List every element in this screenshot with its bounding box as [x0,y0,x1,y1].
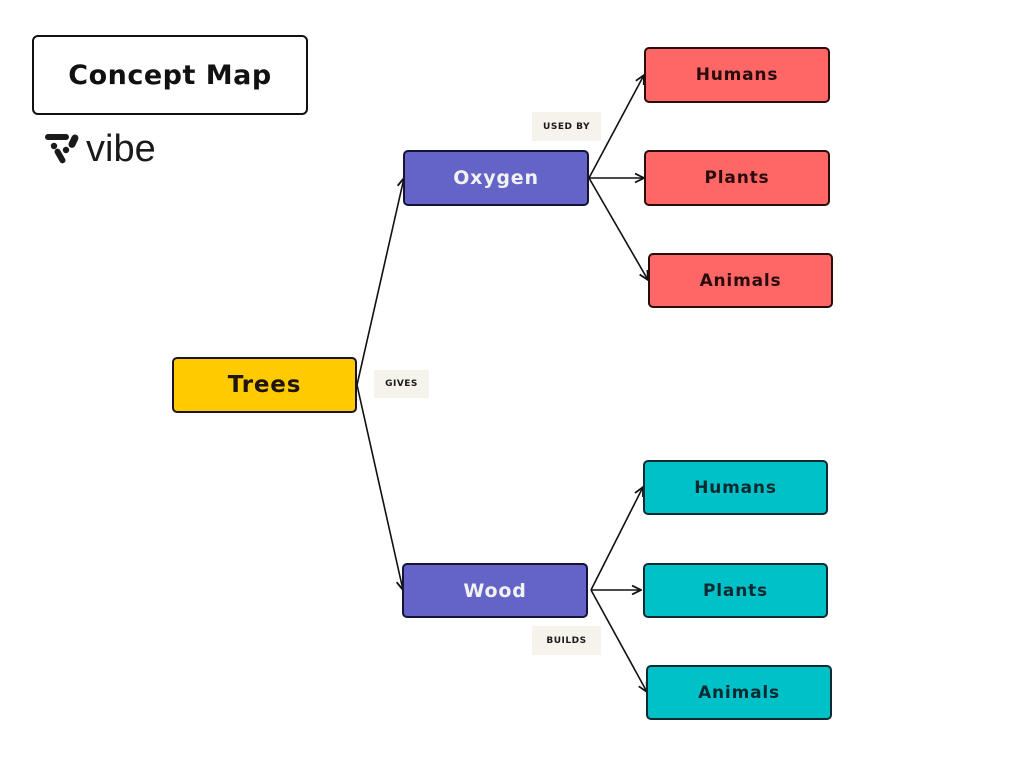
node-wood-animals[interactable]: Animals [646,665,832,720]
node-label: Oxygen [453,167,539,189]
vibe-logo-icon [45,134,79,164]
node-oxygen[interactable]: Oxygen [403,150,589,206]
node-label: Plants [703,580,768,601]
node-oxygen-plants[interactable]: Plants [644,150,830,206]
edge-oxygen-animals [588,177,648,280]
node-label: Humans [694,477,777,498]
node-wood-plants[interactable]: Plants [643,563,828,618]
edge-trees-oxygen [356,178,404,386]
title-box: Concept Map [32,35,308,115]
node-label: Animals [699,270,782,291]
node-label: Animals [698,682,780,703]
node-oxygen-humans[interactable]: Humans [644,47,830,103]
node-label: Wood [463,579,527,602]
edge-oxygen-humans [588,75,644,179]
node-wood[interactable]: Wood [402,563,588,618]
node-label: Trees [227,372,302,398]
node-wood-humans[interactable]: Humans [643,460,828,515]
edge-label-used-by: USED BY [532,112,601,141]
edge-trees-wood [356,384,403,590]
page-title: Concept Map [68,59,272,91]
node-label: Humans [695,65,779,85]
edge-wood-humans [590,487,643,591]
edge-wood-animals [590,589,647,692]
node-oxygen-animals[interactable]: Animals [648,253,833,308]
edge-label-builds: BUILDS [532,626,601,655]
vibe-logo-text: vibe [86,128,156,170]
vibe-logo: vibe [44,130,156,168]
node-label: Plants [704,168,770,188]
edge-label-gives: GIVES [374,370,429,398]
node-trees[interactable]: Trees [172,357,357,413]
